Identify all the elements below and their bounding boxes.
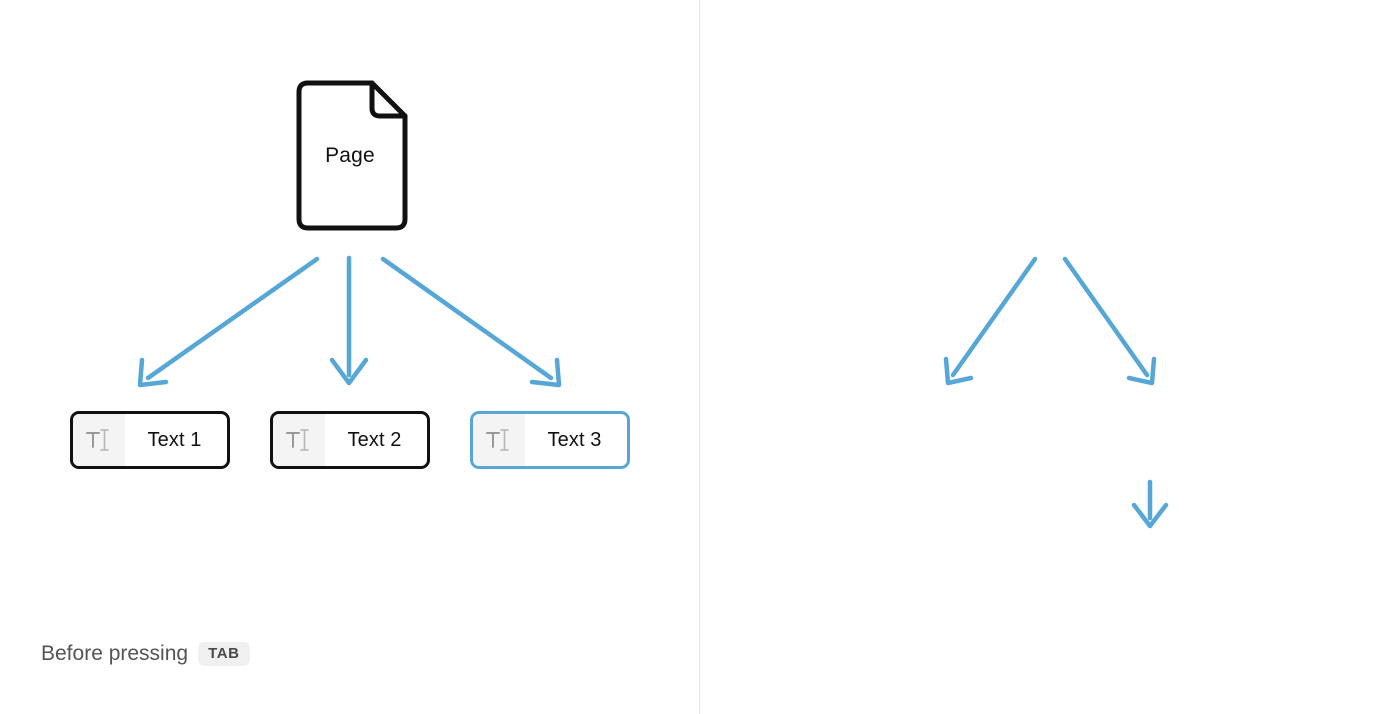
right-arrows-layer (943, 256, 1169, 529)
text-node-2[interactable]: Text 2 (270, 411, 430, 469)
text-node-label: Text 2 (347, 428, 402, 451)
panel-before: Page Text 1 (0, 0, 699, 714)
arrow-page-to-text3 (380, 256, 554, 381)
text-cursor-icon (73, 414, 125, 466)
text-node-3[interactable]: Text 3 (470, 411, 630, 469)
arrow-head-text1 (137, 357, 169, 388)
page-node[interactable]: Page (290, 78, 410, 233)
text-cursor-icon (473, 414, 525, 466)
arrow-page-to-text1 (145, 256, 320, 381)
arrow-head-text1 (943, 356, 974, 386)
arrow-page-to-text1 (950, 256, 1038, 378)
arrow-page-to-text2 (1062, 256, 1150, 378)
text-node-label: Text 1 (147, 428, 202, 451)
arrow-head-text3 (1131, 502, 1169, 529)
arrow-head-text2 (329, 357, 369, 386)
caption-text: Before pressing (41, 642, 189, 665)
text-node-label: Text 3 (547, 428, 602, 451)
text-node-1[interactable]: Text 1 (70, 411, 230, 469)
document-page-icon (296, 80, 408, 231)
panel-after: Page Text 1 (700, 0, 1400, 714)
arrow-head-text2 (1126, 356, 1157, 386)
panel-divider (699, 0, 700, 714)
arrow-head-text3 (529, 357, 562, 388)
caption-before: Before pressing TAB (41, 642, 250, 666)
tab-key-badge: TAB (198, 642, 250, 666)
page-node-label: Page (325, 143, 375, 167)
text-cursor-icon (273, 414, 325, 466)
